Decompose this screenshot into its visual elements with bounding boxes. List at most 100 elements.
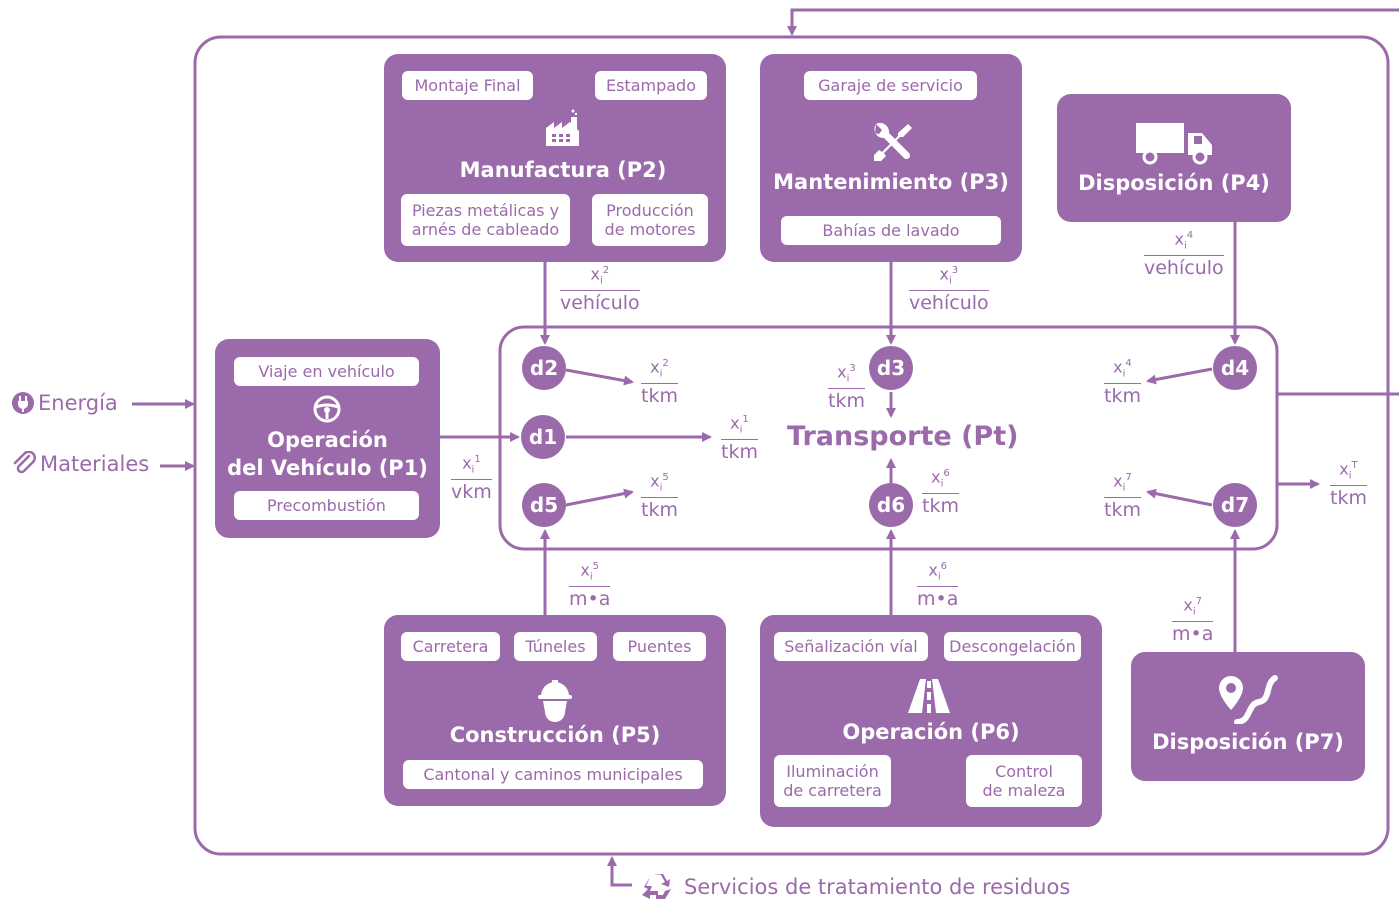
frac-sup: 5 bbox=[662, 472, 669, 483]
p2-pill-metal-parts: Piezas metálicas y arnés de cableado bbox=[401, 194, 570, 246]
p2-pill-engine-production: Producción de motores bbox=[592, 194, 708, 246]
frac-sub: i bbox=[739, 424, 743, 436]
transport-title: Transporte (Pt) bbox=[787, 421, 1019, 452]
frac-var: x bbox=[462, 453, 472, 473]
frac-den: tkm bbox=[828, 390, 865, 413]
frac-sup: T bbox=[1351, 460, 1358, 471]
p5-pill-road: Carretera bbox=[401, 632, 500, 661]
materials-input: Materiales bbox=[12, 451, 149, 477]
frac-sub: i bbox=[846, 373, 850, 385]
p6-pill-road-lighting-line2: de carretera bbox=[783, 781, 882, 800]
fraction-d2: xi2 tkm bbox=[641, 359, 678, 406]
frac-var: x bbox=[590, 264, 600, 284]
frac-sub: i bbox=[948, 275, 952, 287]
frac-den: vkm bbox=[451, 481, 492, 504]
paperclip-icon bbox=[13, 451, 36, 474]
feedback-loop-top bbox=[787, 8, 1399, 36]
frac-den: m•a bbox=[569, 588, 611, 611]
frac-den: tkm bbox=[641, 385, 678, 408]
materials-label: Materiales bbox=[40, 452, 150, 476]
frac-sup: 2 bbox=[602, 265, 610, 276]
p5-construction: Carretera Túneles Puentes Construcción (… bbox=[384, 615, 726, 806]
map-pin-route-icon bbox=[1219, 675, 1278, 724]
p6-pill-road-lighting-line1: Iluminación bbox=[786, 761, 879, 781]
d2-outflow bbox=[565, 368, 634, 386]
fraction-d4: xi4 tkm bbox=[1104, 359, 1141, 406]
frac-sub: i bbox=[937, 571, 941, 583]
d5-outflow bbox=[565, 488, 634, 507]
frac-sub: i bbox=[1192, 606, 1196, 618]
recycle-icon bbox=[642, 874, 671, 899]
p2-title: Manufactura (P2) bbox=[459, 158, 667, 182]
frac-var: x bbox=[931, 467, 941, 487]
p1-pill-vehicle-trip: Viaje en vehículo bbox=[234, 357, 419, 386]
frac-sup: 6 bbox=[940, 561, 947, 572]
frac-var: x bbox=[1183, 595, 1193, 615]
p4-disposal: Disposición (P4) bbox=[1057, 94, 1291, 222]
p5-pill-tunnels: Túneles bbox=[514, 632, 597, 661]
frac-sup: 1 bbox=[474, 454, 481, 465]
frac-den: m•a bbox=[1172, 623, 1214, 646]
p1-title-line2: del Vehículo (P1) bbox=[227, 456, 428, 480]
frac-var: x bbox=[1113, 357, 1123, 377]
frac-sub: i bbox=[471, 464, 475, 476]
frac-sup: 5 bbox=[592, 561, 599, 572]
frac-den: vehículo bbox=[1144, 257, 1224, 280]
frac-sup: 7 bbox=[1125, 472, 1132, 483]
energy-input: Energía bbox=[10, 390, 118, 416]
frac-var: x bbox=[1174, 229, 1184, 249]
frac-sub: i bbox=[659, 482, 663, 494]
p2-pill-engine-production-line1: Producción bbox=[606, 200, 694, 220]
frac-sub: i bbox=[1348, 470, 1352, 482]
frac-den: vehículo bbox=[560, 292, 640, 315]
truck-icon bbox=[1136, 123, 1212, 165]
p5-pill-bridges: Puentes bbox=[613, 632, 706, 661]
p3-pill-service-garage: Garaje de servicio bbox=[804, 71, 977, 100]
frac-den: tkm bbox=[1104, 385, 1141, 408]
fraction-p6: xi6 m•a bbox=[917, 561, 959, 609]
p6-operation: Señalización víal Descongelación Operaci… bbox=[760, 615, 1102, 827]
d7-outflow bbox=[1146, 488, 1213, 507]
energy-label: Energía bbox=[38, 391, 118, 415]
fraction-d1: xi1 tkm bbox=[721, 415, 758, 462]
fraction-d5: xi5 tkm bbox=[641, 473, 678, 520]
frac-den: tkm bbox=[641, 499, 678, 522]
frac-den: tkm bbox=[1104, 499, 1141, 522]
steering-wheel-icon bbox=[313, 395, 341, 423]
p7-disposal: Disposición (P7) bbox=[1131, 652, 1365, 781]
p4-title: Disposición (P4) bbox=[1078, 171, 1270, 195]
frac-sup: 1 bbox=[742, 414, 749, 425]
frac-var: x bbox=[650, 357, 660, 377]
waste-services: Servicios de tratamiento de residuos bbox=[640, 873, 1070, 901]
frac-var: x bbox=[730, 413, 740, 433]
fraction-p1: xi1 vkm bbox=[451, 455, 492, 502]
node-d1: d1 bbox=[521, 415, 565, 459]
p6-pill-road-signage: Señalización víal bbox=[774, 632, 928, 661]
p2-manufacturing: Montaje Final Estampado Manufactura (P2)… bbox=[384, 54, 726, 262]
node-d4: d4 bbox=[1213, 346, 1257, 390]
frac-var: x bbox=[650, 471, 660, 491]
fraction-d6: xi6 tkm bbox=[922, 469, 959, 516]
fraction-p4: xi4 vehículo bbox=[1144, 231, 1224, 278]
fraction-p3: xi3 vehículo bbox=[909, 266, 989, 313]
fraction-p2: xi2 vehículo bbox=[560, 266, 640, 313]
p6-pill-weed-control-line1: Control bbox=[995, 761, 1053, 781]
frac-den: tkm bbox=[922, 495, 959, 518]
frac-sup: 6 bbox=[943, 468, 950, 479]
waste-services-label: Servicios de tratamiento de residuos bbox=[684, 875, 1071, 899]
p7-title: Disposición (P7) bbox=[1152, 730, 1344, 754]
fraction-d7: xi7 tkm bbox=[1104, 473, 1141, 520]
frac-sub: i bbox=[1183, 240, 1187, 252]
factory-icon bbox=[546, 109, 579, 146]
fraction-total: xiT tkm bbox=[1330, 461, 1367, 508]
frac-sub: i bbox=[1122, 368, 1126, 380]
p3-pill-wash-bays: Bahías de lavado bbox=[781, 216, 1001, 245]
fraction-p7: xi7 m•a bbox=[1172, 595, 1214, 646]
node-d5: d5 bbox=[522, 483, 566, 527]
hard-hat-worker-icon bbox=[538, 680, 572, 722]
plug-icon bbox=[12, 392, 34, 414]
node-d7: d7 bbox=[1213, 483, 1257, 527]
p6-pill-road-lighting: Iluminación de carretera bbox=[774, 755, 891, 807]
frac-sub: i bbox=[940, 478, 944, 490]
p2-pill-metal-parts-line1: Piezas metálicas y bbox=[411, 200, 560, 220]
